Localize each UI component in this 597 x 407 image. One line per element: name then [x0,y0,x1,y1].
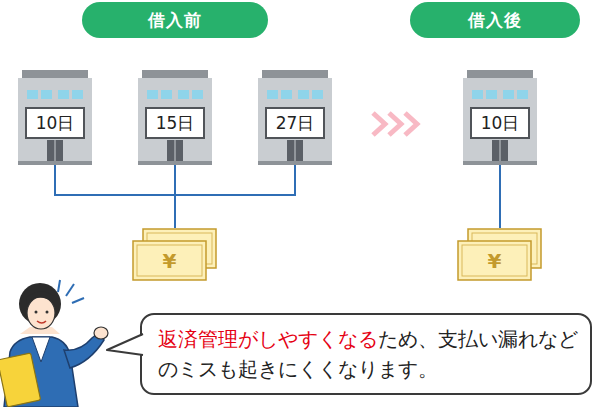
tail-outline [107,334,143,355]
building-window [192,90,203,99]
chevron [373,113,385,135]
woman-illustration [0,280,108,407]
building-window [486,90,497,99]
yen-symbol: ¥ [488,249,502,273]
speech-bubble: 返済管理がしやすくなるため、支払い漏れなどのミスも起きにくくなります。 [140,313,592,395]
building-body [258,78,332,165]
building-window [312,90,323,99]
building-base [18,161,92,165]
building-window [503,90,514,99]
payment-money: ¥ [456,228,544,282]
sparkle-line [58,280,60,292]
sparkle-line [72,298,84,303]
banknote-inner [137,245,202,276]
eye [35,311,38,314]
yen-symbol-area: ¥ [133,241,206,280]
connector-line [55,165,175,228]
building-body [463,78,537,165]
phase-text: 借入後 [468,9,522,32]
face [27,297,55,329]
highlight-text: 返済管理がしやすくなる [158,327,378,351]
due-date-text: 10日 [36,112,75,135]
phase-label: 借入前 [82,2,268,38]
bank-building: 10日 [18,70,92,165]
connector-line [175,165,295,228]
bubble-tail [106,328,146,364]
building-roof [262,70,328,79]
building-roof [22,70,88,79]
phase-label: 借入後 [410,2,580,38]
eye [46,311,49,314]
due-date-sign: 10日 [25,107,85,139]
yen-symbol-area: ¥ [458,241,531,280]
building-window [161,90,172,99]
building-window [517,90,528,99]
building-window [41,90,52,99]
shirt [32,337,50,362]
building-window [147,90,158,99]
due-date-text: 10日 [481,112,520,135]
banknote [458,241,531,280]
due-date-text: 27日 [276,112,315,135]
building-roof [142,70,208,79]
building-window [281,90,292,99]
building-base [258,161,332,165]
mouth [37,321,46,323]
hand [94,327,108,339]
building-window [58,90,69,99]
building-window [267,90,278,99]
building-base [138,161,212,165]
building-body [138,78,212,165]
due-date-sign: 27日 [265,107,325,139]
building-window [298,90,309,99]
banknote [133,241,206,280]
bank-building: 10日 [463,70,537,165]
tail-fill [107,334,145,355]
building-base [463,161,537,165]
building-window [178,90,189,99]
sparkle-line [66,284,74,296]
due-date-sign: 10日 [470,107,530,139]
banknote-inner [462,245,527,276]
building-window [472,90,483,99]
chevron [389,113,401,135]
due-date-sign: 15日 [145,107,205,139]
fringe [26,291,54,304]
bank-building: 27日 [258,70,332,165]
building-roof [467,70,533,79]
phase-text: 借入前 [148,9,202,32]
connector-line [499,165,501,228]
folder [0,353,41,407]
bubble-text: 返済管理がしやすくなるため、支払い漏れなどのミスも起きにくくなります。 [158,324,578,384]
transition-chevrons [373,113,417,135]
bank-building: 15日 [138,70,212,165]
payment-money: ¥ [131,228,219,282]
yen-symbol: ¥ [163,249,177,273]
due-date-text: 15日 [156,112,195,135]
building-body [18,78,92,165]
building-window [27,90,38,99]
chevron [405,113,417,135]
building-window [72,90,83,99]
